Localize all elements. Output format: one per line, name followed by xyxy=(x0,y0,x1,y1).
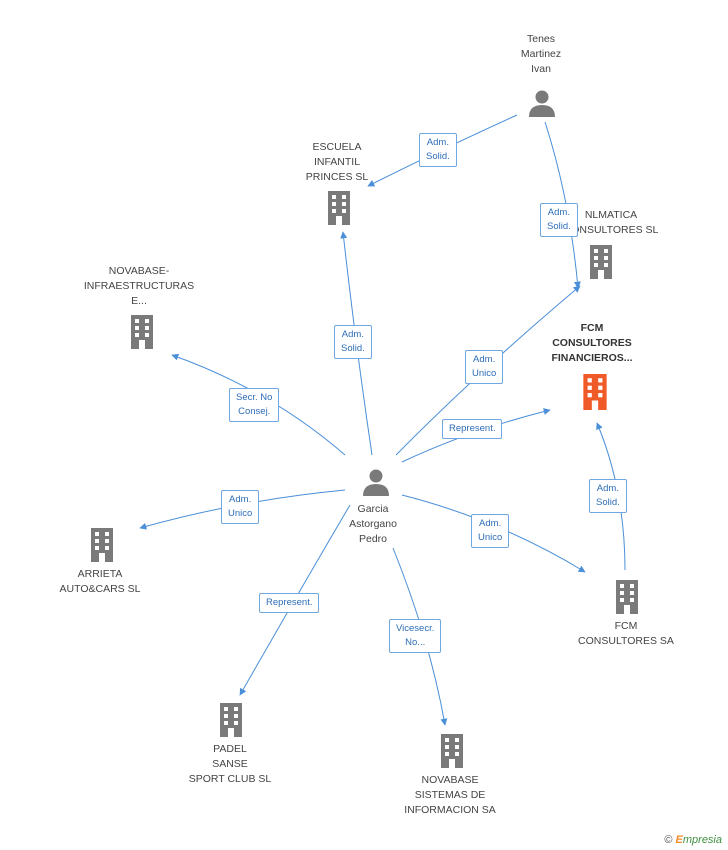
node-label: Tenes Martinez Ivan xyxy=(520,33,562,75)
node-label: ESCUELA INFANTIL PRINCES SL xyxy=(305,141,369,183)
edge-label-garcia-fcm-sa[interactable]: Adm. Unico xyxy=(471,514,510,548)
edge-label-tenes-escuela[interactable]: Adm. Solid. xyxy=(419,133,457,167)
node-label: NOVABASE- INFRAESTRUCTURAS E... xyxy=(83,265,195,307)
edge-label-garcia-fcm-rep[interactable]: Represent. xyxy=(442,419,503,439)
node-label: Garcia Astorgano Pedro xyxy=(349,503,397,545)
building-icon xyxy=(583,374,607,410)
edge-label-garcia-escuela[interactable]: Adm. Solid. xyxy=(334,325,372,359)
edge-label-garcia-padel[interactable]: Represent. xyxy=(259,593,320,613)
edge-label-garcia-fcm-adm[interactable]: Adm. Unico xyxy=(465,350,504,384)
person-icon xyxy=(363,469,389,496)
edge-label-fcmsa-fcm[interactable]: Adm. Solid. xyxy=(589,479,627,513)
person-icon xyxy=(529,90,555,117)
edge-label-garcia-novabase-inf[interactable]: Secr. No Consej. xyxy=(229,388,280,422)
node-label: NLMATICA CONSULTORES SL xyxy=(563,209,659,236)
edge-label-tenes-fcm[interactable]: Adm. Solid. xyxy=(540,203,578,237)
edge-label-garcia-novabase-sis[interactable]: Vicesecr. No... xyxy=(389,619,442,653)
building-icon xyxy=(590,245,612,279)
node-label: NOVABASE SISTEMAS DE INFORMACION SA xyxy=(404,774,496,816)
edge-label-garcia-arrieta[interactable]: Adm. Unico xyxy=(221,490,260,524)
building-icon xyxy=(616,580,638,614)
building-icon xyxy=(328,191,350,225)
building-icon xyxy=(441,734,463,768)
building-icon xyxy=(91,528,113,562)
brand-logo-text: mpresia xyxy=(682,834,722,846)
node-label: FCM CONSULTORES FINANCIEROS... xyxy=(551,322,633,364)
copyright-symbol: © xyxy=(664,834,673,846)
brand-logo-initial: E xyxy=(675,834,683,846)
footer-brand: © Empresia xyxy=(664,834,722,846)
node-label: ARRIETA AUTO&CARS SL xyxy=(59,568,141,595)
building-icon xyxy=(131,315,153,349)
node-label: FCM CONSULTORES SA xyxy=(578,620,674,647)
node-label: PADEL SANSE SPORT CLUB SL xyxy=(188,743,272,785)
edge-tenes-fcm xyxy=(544,121,581,289)
building-icon xyxy=(220,703,242,737)
